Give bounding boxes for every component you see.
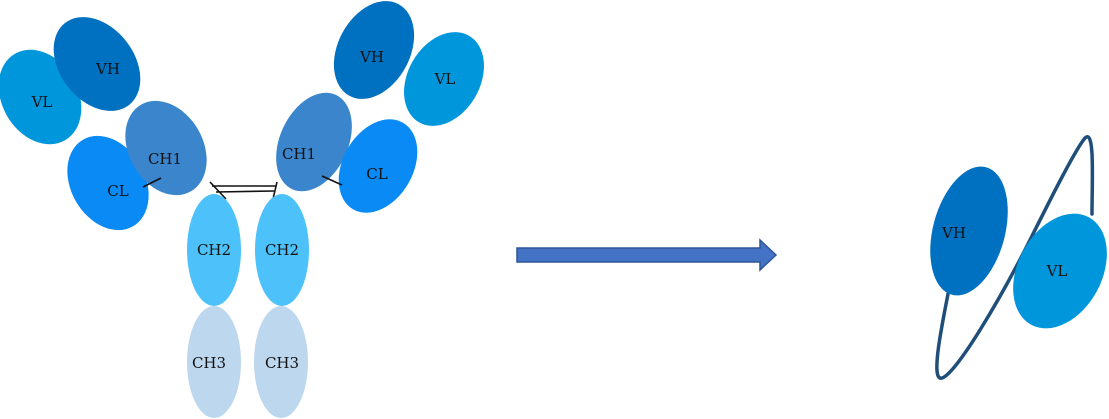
right-arm: VH VL CH1 CL	[276, 1, 484, 213]
right-vl-domain	[404, 32, 484, 126]
left-vh-domain	[53, 17, 141, 111]
left-ch3-label: CH3	[192, 354, 226, 372]
right-cl-domain	[338, 119, 418, 213]
right-ch3-domain	[254, 306, 308, 418]
left-cl-domain	[67, 135, 149, 231]
left-vh-label: VH	[95, 60, 120, 78]
left-ch1-label: CH1	[148, 150, 182, 168]
left-vl-label: VL	[31, 93, 53, 111]
left-cl-label: CL	[107, 182, 128, 200]
right-cl-label: CL	[366, 165, 387, 183]
left-ch2-label: CH2	[197, 241, 231, 259]
right-ch2-label: CH2	[265, 241, 299, 259]
arrow-shape	[516, 238, 778, 272]
right-ch3-label: CH3	[265, 354, 299, 372]
hinge-disulfide-bonds	[209, 181, 278, 200]
right-vh-domain	[333, 1, 415, 99]
left-arm: VL VH CL CH1	[0, 17, 207, 231]
left-cl-ch1-disulfide	[142, 177, 162, 188]
right-cl-ch1-disulfide	[321, 175, 343, 186]
conversion-arrow	[516, 238, 778, 272]
fc-region: CH3 CH3 CH2 CH2	[187, 194, 309, 418]
right-vl-label: VL	[434, 70, 456, 88]
hinge-connector-left	[209, 181, 227, 200]
scfv-vl-label: VL	[1046, 262, 1068, 280]
scfv-vh-domain	[930, 166, 1008, 296]
right-ch1-label: CH1	[282, 145, 316, 163]
left-ch3-domain	[187, 306, 241, 418]
scfv-fragment: VH VL	[930, 134, 1107, 380]
hinge-connector-right	[272, 181, 278, 200]
scfv-vh-label: VH	[941, 224, 966, 242]
scfv-linker	[935, 134, 1095, 380]
left-ch2-domain	[187, 194, 241, 306]
right-ch2-domain	[255, 194, 309, 306]
scfv-vl-domain	[1013, 213, 1107, 329]
left-ch1-domain	[125, 100, 207, 196]
right-ch1-domain	[276, 92, 352, 192]
right-vh-label: VH	[359, 48, 384, 66]
hinge-bond-lower	[215, 190, 275, 193]
